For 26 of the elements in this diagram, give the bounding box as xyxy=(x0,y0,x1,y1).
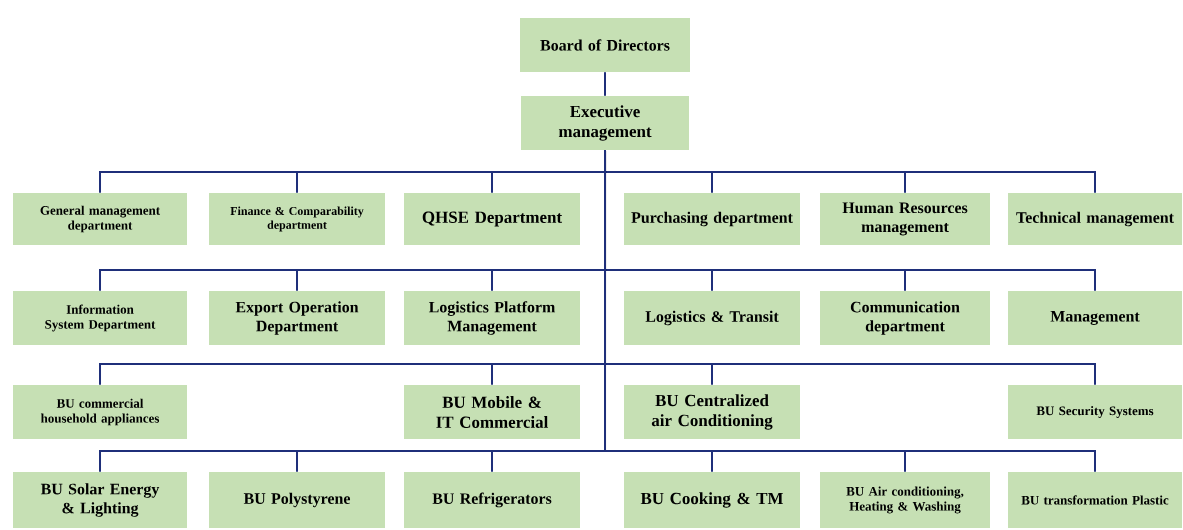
org-box: Purchasing department xyxy=(624,193,800,245)
org-box: BU Air conditioning, Heating & Washing xyxy=(820,472,990,528)
org-box: Logistics & Transit xyxy=(624,291,800,345)
connector-line xyxy=(604,71,606,97)
connector-line xyxy=(604,149,1096,473)
org-box: Board of Directors xyxy=(520,18,690,72)
org-box: Executive management xyxy=(521,96,689,150)
org-box: General management department xyxy=(13,193,187,245)
org-box: Logistics Platform Management xyxy=(404,291,580,345)
org-box: BU Centralized air Conditioning xyxy=(624,385,800,439)
org-box: Finance & Comparability department xyxy=(209,193,385,245)
org-box: QHSE Department xyxy=(404,193,580,245)
org-box: Management xyxy=(1008,291,1182,345)
org-box: BU Mobile & IT Commercial xyxy=(404,385,580,439)
org-box: Export Operation Department xyxy=(209,291,385,345)
org-box: BU Security Systems xyxy=(1008,385,1182,439)
org-box: Technical management xyxy=(1008,193,1182,245)
org-box: BU Cooking & TM xyxy=(624,472,800,528)
org-box: BU commercial household appliances xyxy=(13,385,187,439)
org-box: Communication department xyxy=(820,291,990,345)
org-box: Information System Department xyxy=(13,291,187,345)
org-box: BU Refrigerators xyxy=(404,472,580,528)
org-box: BU transformation Plastic xyxy=(1008,472,1182,528)
org-box: BU Polystyrene xyxy=(209,472,385,528)
org-box: BU Solar Energy & Lighting xyxy=(13,472,187,528)
org-box: Human Resources management xyxy=(820,193,990,245)
